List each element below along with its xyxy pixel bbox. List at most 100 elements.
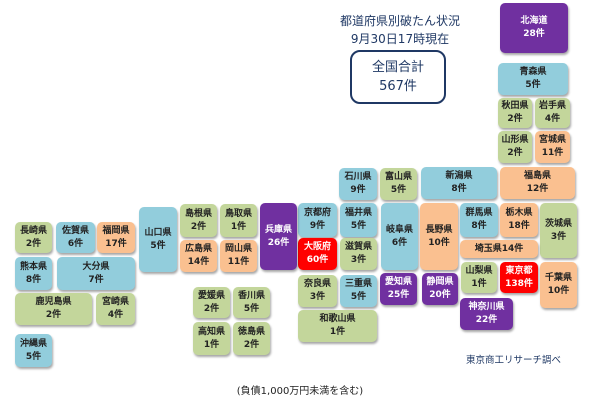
prefecture-name: 東京都 [505, 265, 533, 276]
prefecture-count: 9件 [350, 185, 366, 195]
prefecture-name: 静岡県 [426, 277, 454, 287]
prefecture-name: 山形県 [501, 135, 529, 145]
prefecture-name: 島根県 [184, 208, 212, 219]
prefecture-name: 福井県 [344, 208, 372, 218]
prefecture-tile: 千葉県 10件 [540, 262, 577, 308]
prefecture-count: 5件 [150, 240, 166, 251]
prefecture-name: 新潟県 [445, 171, 473, 181]
prefecture-count: 10件 [547, 286, 570, 296]
source-credit: 東京商工リサーチ調べ [466, 355, 562, 366]
prefecture-count: 2件 [507, 148, 523, 158]
prefecture-tile: 福島県 12件 [500, 167, 575, 199]
prefecture-count: 8件 [471, 221, 487, 231]
prefecture-tile: 岡山県 11件 [220, 240, 257, 272]
prefecture-tile: 岩手県 4件 [535, 98, 570, 128]
prefecture-name: 京都府 [303, 208, 331, 218]
prefecture-name: 滋賀県 [344, 242, 372, 252]
prefecture-count: 2件 [45, 310, 62, 320]
prefecture-name: 秋田県 [501, 101, 529, 111]
prefecture-name: 山梨県 [465, 265, 493, 276]
prefecture-count: 25件 [387, 290, 410, 300]
prefecture-count: 5件 [243, 303, 260, 314]
prefecture-count: 6件 [391, 237, 408, 248]
prefecture-name: 大分県 [82, 261, 110, 272]
prefecture-name: 香川県 [237, 290, 265, 301]
prefecture-count: 28件 [523, 29, 545, 39]
prefecture-count: 18件 [508, 221, 530, 231]
prefecture-count: 4件 [544, 114, 561, 124]
prefecture-name: 群馬県 [465, 208, 493, 218]
prefecture-tile: 京都府 9件 [298, 203, 337, 237]
prefecture-name: 宮城県 [538, 135, 566, 145]
prefecture-name: 愛知県 [384, 277, 412, 287]
prefecture-tile: 大分県 7件 [57, 257, 135, 290]
prefecture-count: 60件 [306, 255, 329, 265]
prefecture-tile: 宮城県 11件 [535, 131, 570, 163]
prefecture-name: 千葉県 [544, 273, 572, 283]
national-total-box: 全国合計 567件 [350, 50, 446, 104]
prefecture-tile: 東京都 138件 [500, 262, 538, 293]
prefecture-name: 宮崎県 [101, 297, 129, 307]
map-title: 都道府県別破たん状況 [339, 14, 460, 28]
prefecture-count: 14件 [501, 243, 524, 254]
prefecture-count: 1件 [471, 278, 487, 289]
prefecture-name: 奈良県 [303, 279, 331, 289]
prefecture-tile: 岐阜県 6件 [381, 203, 418, 270]
prefecture-name: 富山県 [384, 172, 412, 182]
prefecture-count: 9件 [309, 221, 326, 231]
prefecture-count: 3件 [350, 255, 367, 265]
prefecture-count: 2件 [243, 339, 260, 350]
prefecture-name: 岡山県 [224, 244, 252, 254]
footnote: (負債1,000万円未満を含む) [236, 386, 364, 397]
prefecture-count: 11件 [227, 257, 250, 267]
prefecture-tile: 群馬県 8件 [460, 203, 498, 237]
prefecture-count: 11件 [541, 148, 564, 158]
prefecture-count: 7件 [88, 274, 104, 285]
prefecture-name: 佐賀県 [61, 225, 89, 236]
prefecture-tile: 愛知県 25件 [380, 273, 417, 305]
prefecture-count: 1件 [329, 327, 346, 337]
prefecture-name: 福島県 [523, 171, 551, 181]
prefecture-tile: 石川県 9件 [339, 168, 377, 200]
prefecture-count: 6件 [67, 238, 84, 249]
prefecture-name: 埼玉県 [474, 243, 502, 254]
prefecture-tile: 香川県 5件 [233, 287, 270, 318]
prefecture-name: 神奈川県 [468, 302, 505, 312]
prefecture-name: 広島県 [184, 244, 212, 254]
prefecture-name: 岐阜県 [385, 224, 413, 235]
prefecture-count: 138件 [505, 278, 533, 289]
prefecture-name: 石川県 [344, 172, 372, 182]
prefecture-name: 鳥取県 [224, 208, 252, 219]
total-label: 全国合計 [371, 60, 424, 75]
prefecture-count: 12件 [526, 184, 549, 194]
prefecture-name: 青森県 [519, 67, 547, 77]
prefecture-count: 17件 [105, 238, 127, 249]
prefecture-name: 愛媛県 [197, 290, 225, 301]
prefecture-name: 北海道 [520, 16, 548, 26]
total-value: 567件 [379, 79, 417, 94]
prefecture-name: 岩手県 [538, 101, 566, 111]
